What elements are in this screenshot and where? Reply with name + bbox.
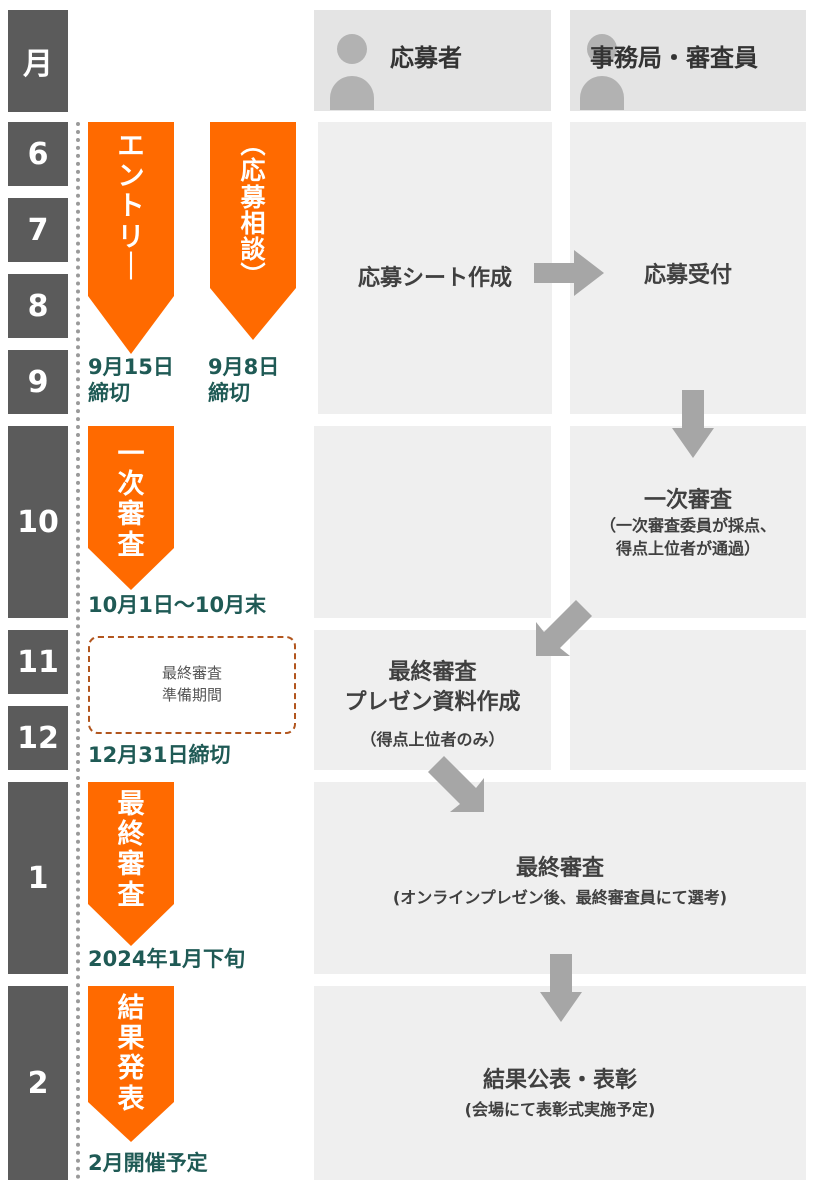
final-prep-line2: 準備期間	[161, 686, 222, 704]
final-prep-deadline: 12月31日締切	[88, 743, 231, 767]
month-box: 1	[8, 782, 68, 974]
timeline-dotted-line	[76, 122, 80, 1180]
phase-arrow-consult	[210, 122, 296, 340]
final-prep-box: 最終審査 準備期間	[88, 636, 296, 734]
month-box: 8	[8, 274, 68, 338]
step-receipt: 応募受付	[643, 263, 732, 288]
applicant-label: 応募者	[390, 44, 462, 72]
phase-arrow-result	[88, 986, 174, 1142]
panel-applicant-oct	[314, 426, 551, 618]
month-box: 11	[8, 630, 68, 694]
phase-arrow-final-review	[88, 782, 174, 946]
step-final-prep-note: （得点上位者のみ）	[360, 730, 505, 749]
month-box: 9	[8, 350, 68, 414]
phase-label-result: 結果発表	[117, 993, 145, 1115]
office-header: 事務局・審査員	[570, 10, 806, 111]
month-box: 2	[8, 986, 68, 1180]
arrow-down-right-icon	[428, 756, 484, 812]
step-sheet: 応募シート作成	[357, 266, 512, 291]
arrow-right-icon	[534, 250, 604, 296]
entry-deadline: 9月15日 締切	[88, 355, 174, 406]
person-icon	[580, 34, 624, 110]
step-result-note: (会場にて表彰式実施予定)	[464, 1100, 656, 1119]
step-first-review-title: 一次審査	[643, 488, 732, 513]
month-header: 月	[8, 10, 68, 112]
final-prep-line1: 最終審査	[161, 664, 222, 683]
panel-office-receipt	[570, 122, 806, 414]
phase-label-consult: ︵応募相談︶	[240, 130, 266, 291]
month-box: 10	[8, 426, 68, 618]
panel-final-review	[314, 782, 806, 974]
phase-label-entry: エントリ｜	[117, 131, 145, 283]
step-first-review-note: （一次審査委員が採点、 得点上位者が通過）	[599, 516, 776, 559]
step-final-review-title: 最終審査	[515, 856, 604, 881]
step-result-title: 結果公表・表彰	[482, 1068, 637, 1093]
step-final-review-note: (オンラインプレゼン後、最終審査員にて選考)	[392, 888, 728, 907]
panel-applicant-sheet	[318, 122, 552, 414]
month-box: 6	[8, 122, 68, 186]
phase-arrow-entry	[88, 122, 174, 354]
result-period: 2月開催予定	[88, 1151, 208, 1175]
month-box: 7	[8, 198, 68, 262]
first-review-period: 10月1日〜10月末	[88, 593, 267, 617]
arrow-down-left-icon	[536, 600, 592, 656]
step-final-prep-title: 最終審査 プレゼン資料作成	[344, 660, 521, 715]
arrow-down-icon	[540, 954, 582, 1022]
person-icon	[330, 34, 374, 110]
applicant-header: 応募者	[314, 10, 551, 111]
final-review-period: 2024年1月下旬	[88, 947, 246, 971]
panel-applicant-final-prep	[314, 630, 551, 770]
panel-office-first-review	[570, 426, 806, 618]
arrow-down-icon	[672, 390, 714, 458]
panel-office-nov	[570, 630, 806, 770]
office-label: 事務局・審査員	[590, 44, 758, 72]
consult-deadline: 9月8日 締切	[208, 355, 280, 406]
phase-label-first-review: 一次審査	[117, 439, 145, 561]
phase-label-final-review: 最終審査	[117, 789, 145, 911]
phase-arrow-first-review	[88, 426, 174, 590]
month-box: 12	[8, 706, 68, 770]
